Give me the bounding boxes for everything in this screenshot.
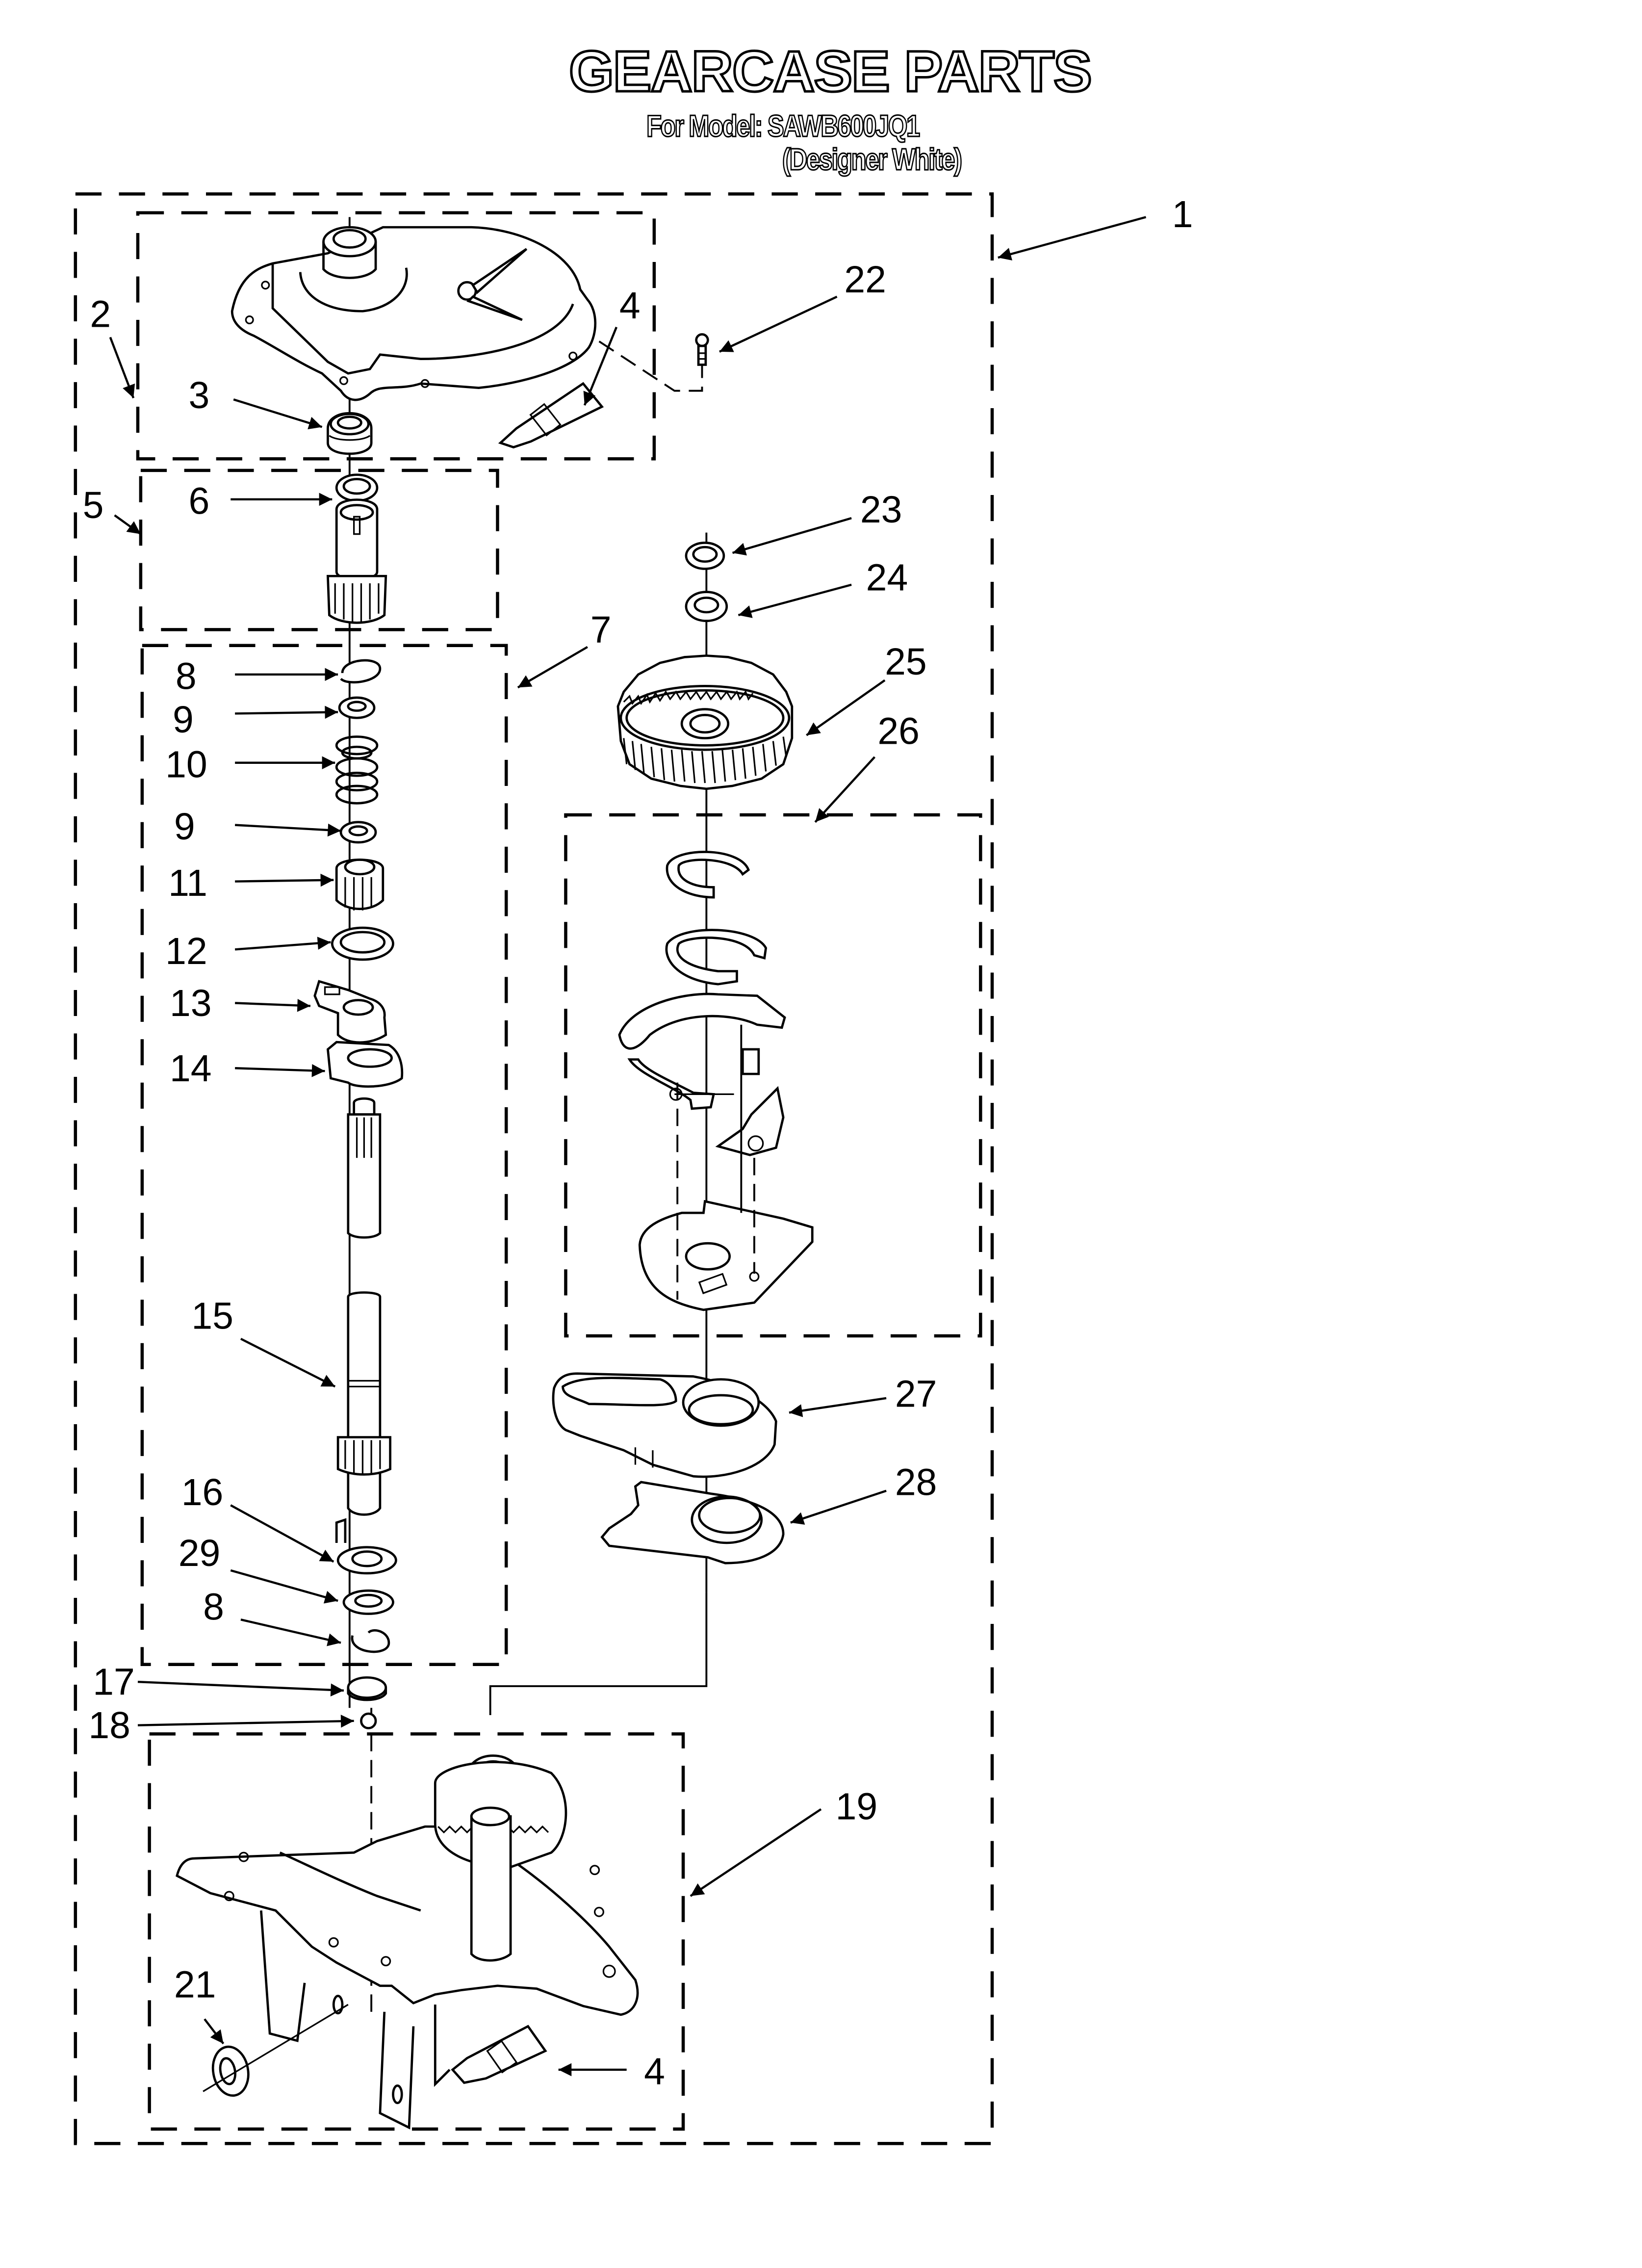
screw-part-22 (695, 333, 709, 366)
callout-18: 18 (88, 1704, 130, 1747)
gearcase-cover-part-2 (231, 226, 597, 401)
clutch-part-14 (326, 1041, 404, 1088)
callout-5: 5 (83, 484, 104, 526)
callout-14: 14 (170, 1047, 212, 1090)
callout-2: 2 (90, 293, 111, 336)
callout-12: 12 (165, 930, 207, 972)
callout-9-bottom: 9 (174, 806, 195, 848)
callout-10: 10 (165, 743, 207, 785)
callout-26: 26 (877, 710, 920, 753)
callout-29: 29 (179, 1532, 221, 1574)
shift-bracket-part-28 (600, 1481, 785, 1564)
snap-ring-part-8-bottom (351, 1629, 390, 1653)
group-box-7 (140, 644, 508, 1667)
group-box-2 (136, 211, 656, 461)
header: GEARCASE PARTS For Model: SAWB600JQ1 (De… (0, 0, 1642, 196)
shift-lever-part-27 (552, 1372, 777, 1478)
pinion-gear-part-11 (335, 859, 385, 911)
seal-part-3 (327, 412, 373, 455)
bearing-part-17 (347, 1676, 387, 1701)
grease-tube-part-4-top (498, 382, 604, 449)
callout-19: 19 (836, 1786, 878, 1828)
washer-part-29 (342, 1589, 394, 1615)
grease-tube-part-4-bottom (451, 2025, 547, 2084)
callout-27: 27 (895, 1373, 937, 1415)
ball-part-18 (360, 1712, 377, 1729)
group-box-26 (564, 813, 982, 1338)
callout-13: 13 (170, 982, 212, 1024)
model-number: For Model: SAWB600JQ1 (646, 109, 921, 144)
callout-25: 25 (885, 641, 927, 683)
callout-9-top: 9 (173, 699, 194, 741)
seal-part-21 (203, 2004, 349, 2097)
callout-21: 21 (174, 1963, 216, 2006)
callout-1: 1 (1172, 193, 1193, 235)
callout-6: 6 (188, 480, 209, 522)
drive-pinion-part-6 (326, 473, 387, 624)
callout-4-top: 4 (619, 285, 641, 327)
callout-16: 16 (181, 1471, 224, 1513)
callout-8-bottom: 8 (203, 1586, 224, 1628)
large-gear-part-25 (616, 654, 794, 790)
callout-11: 11 (168, 862, 207, 904)
retaining-ring-part-23 (685, 541, 725, 570)
washer-part-9-bottom (339, 821, 377, 844)
callout-23: 23 (860, 489, 902, 531)
callout-7: 7 (590, 609, 612, 651)
washer-part-9-top (338, 696, 376, 719)
gearcase-housing-part-19 (176, 1754, 639, 2130)
callout-3: 3 (188, 374, 209, 417)
spring-part-10 (335, 735, 379, 805)
group-box-1 (74, 192, 994, 2145)
callout-28: 28 (895, 1461, 937, 1504)
model-color: (Designer White) (782, 142, 963, 178)
shift-mechanism-part-26 (618, 851, 814, 1311)
agitator-shaft-part-15 (336, 1097, 391, 1516)
callout-4-bottom: 4 (644, 2050, 665, 2092)
callout-8-top: 8 (176, 655, 197, 697)
washer-part-12 (331, 926, 394, 961)
page-title: GEARCASE PARTS (568, 38, 1094, 105)
group-box-5 (139, 469, 499, 631)
thrust-washer-part-16 (335, 1518, 397, 1575)
callout-24: 24 (866, 557, 908, 599)
callout-22: 22 (844, 259, 886, 301)
snap-ring-part-8-top (340, 659, 382, 684)
callout-15: 15 (191, 1295, 233, 1337)
cam-part-13 (313, 980, 387, 1044)
group-box-19 (148, 1732, 685, 2131)
washer-part-24 (685, 591, 728, 623)
callout-17: 17 (93, 1661, 135, 1703)
